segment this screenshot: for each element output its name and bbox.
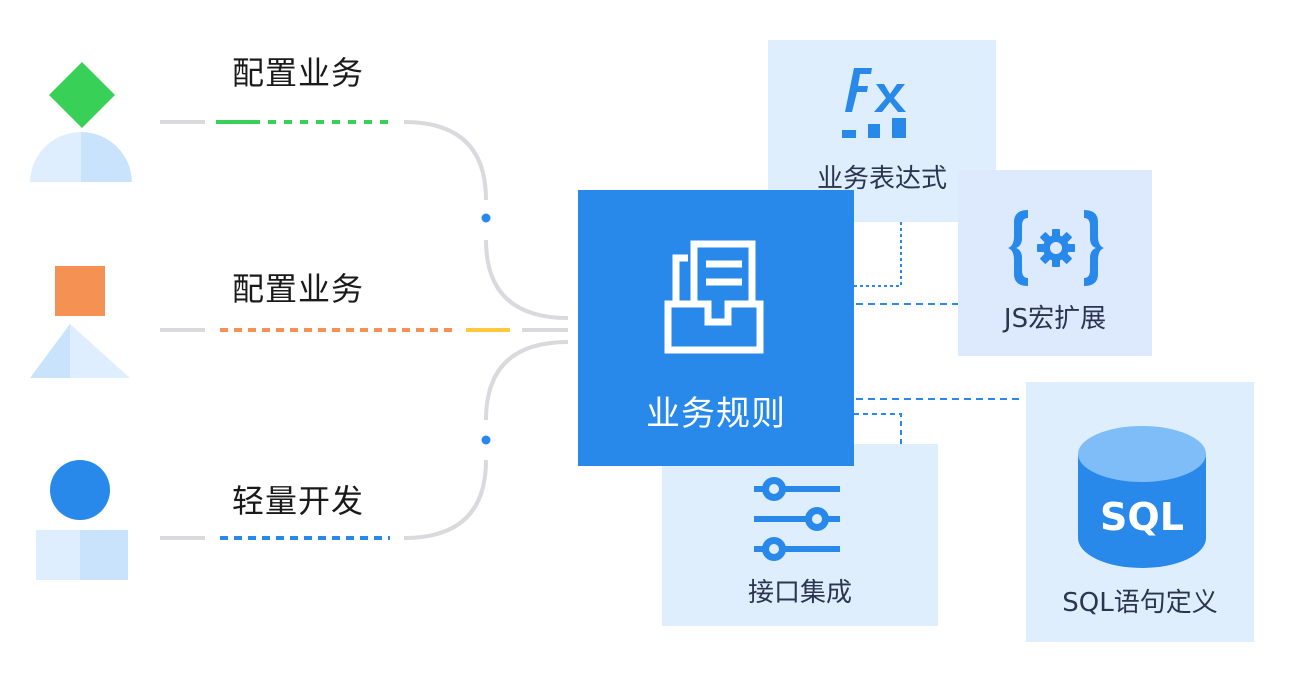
sql-icon-text: SQL <box>1100 495 1184 539</box>
role-label-3: 轻量开发 <box>232 482 365 520</box>
square-person-icon <box>30 266 130 378</box>
top-curve <box>403 120 488 201</box>
card-js-macro: JS宏扩展 <box>958 170 1152 356</box>
card-api-integration: 接口集成 <box>662 444 938 626</box>
braces-gear-icon <box>1008 210 1104 286</box>
connector-expression <box>854 222 902 287</box>
card-label: JS宏扩展 <box>1003 304 1107 334</box>
database-sql-icon: SQL <box>1078 426 1206 568</box>
card-sql-definition: SQL SQL语句定义 <box>1026 382 1254 642</box>
center-label: 业务规则 <box>646 394 786 434</box>
bottom-upper-curve <box>484 340 569 421</box>
connector-api <box>854 413 902 444</box>
circle-person-icon <box>36 460 128 580</box>
business-rules-box: 业务规则 <box>578 190 854 466</box>
diamond-person-icon <box>30 62 132 182</box>
card-label: 接口集成 <box>747 578 852 608</box>
top-lower-curve <box>484 239 569 320</box>
role-label-2: 配置业务 <box>232 270 365 308</box>
top-junction-dot <box>481 213 491 223</box>
fx-function-icon <box>842 68 906 138</box>
bottom-junction-dot <box>481 435 491 445</box>
role-label-1: 配置业务 <box>232 54 365 92</box>
card-label: SQL语句定义 <box>1062 588 1218 618</box>
document-tray-icon <box>664 240 764 354</box>
bottom-curve <box>403 459 488 540</box>
sliders-icon <box>754 477 840 561</box>
card-label: 业务表达式 <box>816 164 947 194</box>
